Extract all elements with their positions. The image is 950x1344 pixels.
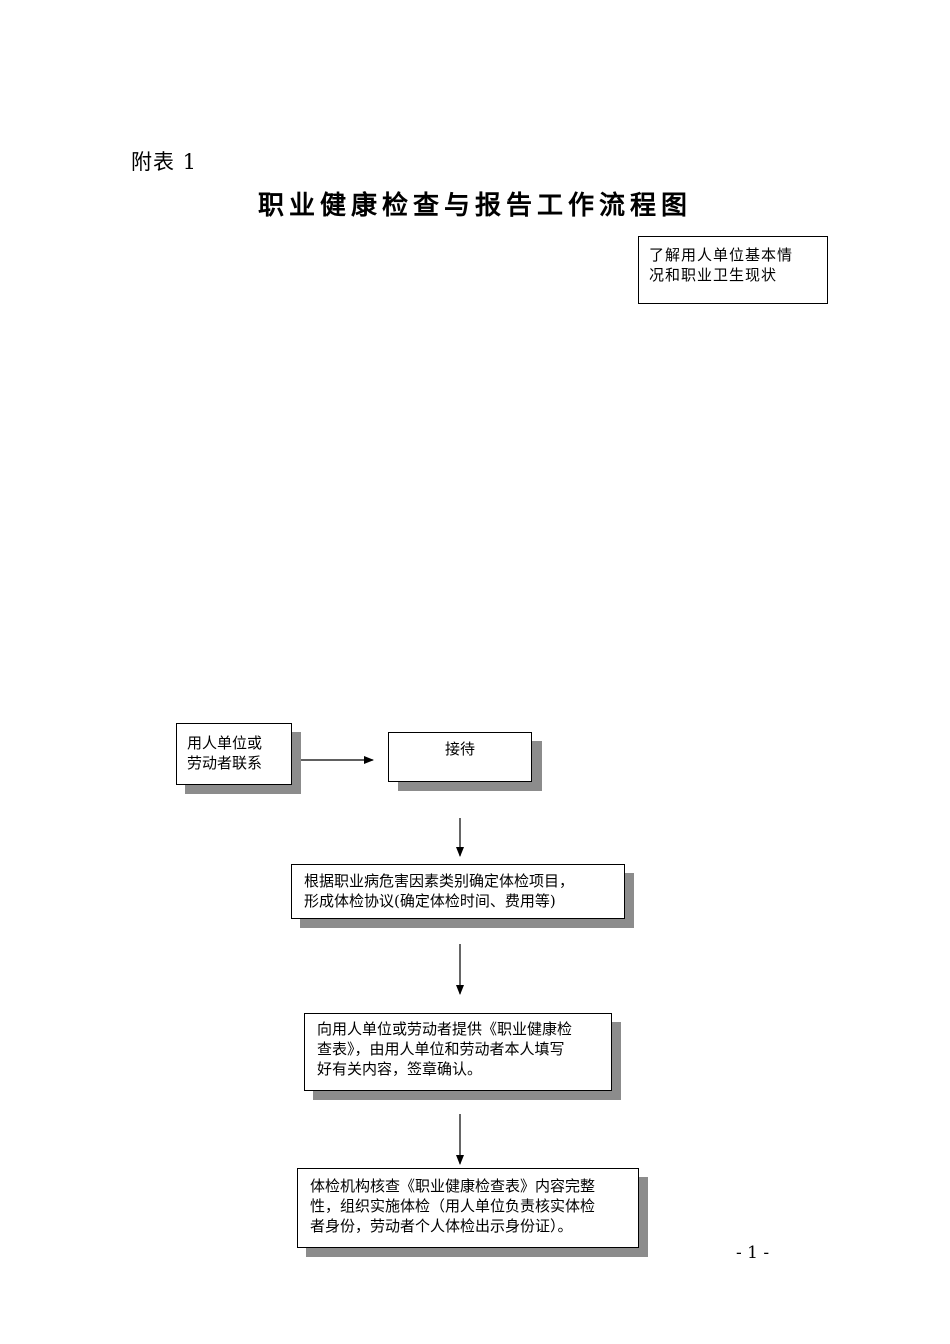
step-contact-text: 用人单位或 劳动者联系 xyxy=(187,734,263,772)
step-determine-items-text: 根据职业病危害因素类别确定体检项目， 形成体检协议(确定体检时间、费用等) xyxy=(304,872,575,910)
step-provide-form-box: 向用人单位或劳动者提供《职业健康检 查表》，由用人单位和劳动者本人填写 好有关内… xyxy=(304,1013,612,1091)
step-provide-form-text: 向用人单位或劳动者提供《职业健康检 查表》，由用人单位和劳动者本人填写 好有关内… xyxy=(317,1020,573,1078)
step-contact-box: 用人单位或 劳动者联系 xyxy=(176,723,292,785)
side-note-text: 了解用人单位基本情 况和职业卫生现状 xyxy=(649,246,794,284)
step-verify-exam-box: 体检机构核查《职业健康检查表》内容完整 性，组织实施体检（用人单位负责核实体检 … xyxy=(297,1168,639,1248)
page-number: - 1 - xyxy=(736,1243,770,1263)
side-note-box: 了解用人单位基本情 况和职业卫生现状 xyxy=(638,236,828,304)
step-verify-exam-text: 体检机构核查《职业健康检查表》内容完整 性，组织实施体检（用人单位负责核实体检 … xyxy=(310,1177,596,1235)
step-reception-box: 接待 xyxy=(388,732,532,782)
step-reception-text: 接待 xyxy=(444,740,475,758)
step-determine-items-box: 根据职业病危害因素类别确定体检项目， 形成体检协议(确定体检时间、费用等) xyxy=(291,864,625,919)
page-title: 职业健康检查与报告工作流程图 xyxy=(257,191,692,221)
appendix-label: 附表 1 xyxy=(131,150,198,174)
